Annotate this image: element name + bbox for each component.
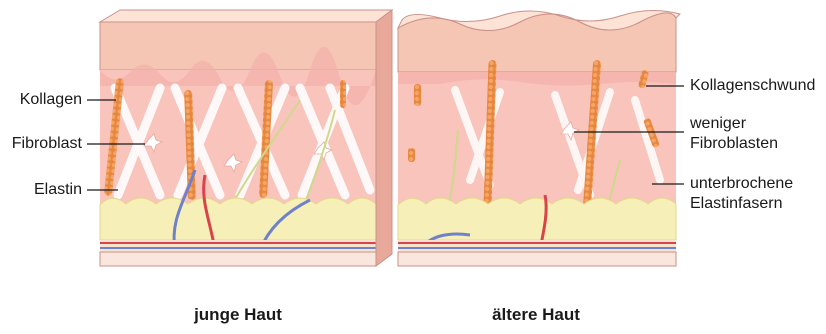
young-side-face [376,10,392,266]
label-unterbrochene-line2: Elastinfasern [690,194,793,214]
older-vessel-band [398,240,676,252]
older-dermis [398,72,676,205]
label-unterbrochene-line1: unterbrochene [690,174,793,194]
young-skin-block [100,10,392,266]
older-skin-block [398,10,680,266]
label-weniger-line2: Fibroblasten [690,134,778,154]
young-skin-top-face [100,10,392,22]
older-fat-layer [398,198,676,240]
label-weniger-line1: weniger [690,114,778,134]
label-unterbrochene-elastinfasern: unterbrochene Elastinfasern [690,174,793,214]
older-base [398,252,676,266]
young-fat-layer [100,198,376,240]
label-kollagen: Kollagen [20,90,82,110]
label-elastin: Elastin [34,180,82,200]
caption-aeltere-haut: ältere Haut [476,305,596,325]
caption-junge-haut: junge Haut [178,305,298,325]
young-base [100,252,376,266]
young-vessel-band [100,240,376,252]
label-fibroblast: Fibroblast [12,134,82,154]
label-kollagenschwund: Kollagenschwund [690,76,815,96]
label-weniger-fibroblasten: weniger Fibroblasten [690,114,778,154]
